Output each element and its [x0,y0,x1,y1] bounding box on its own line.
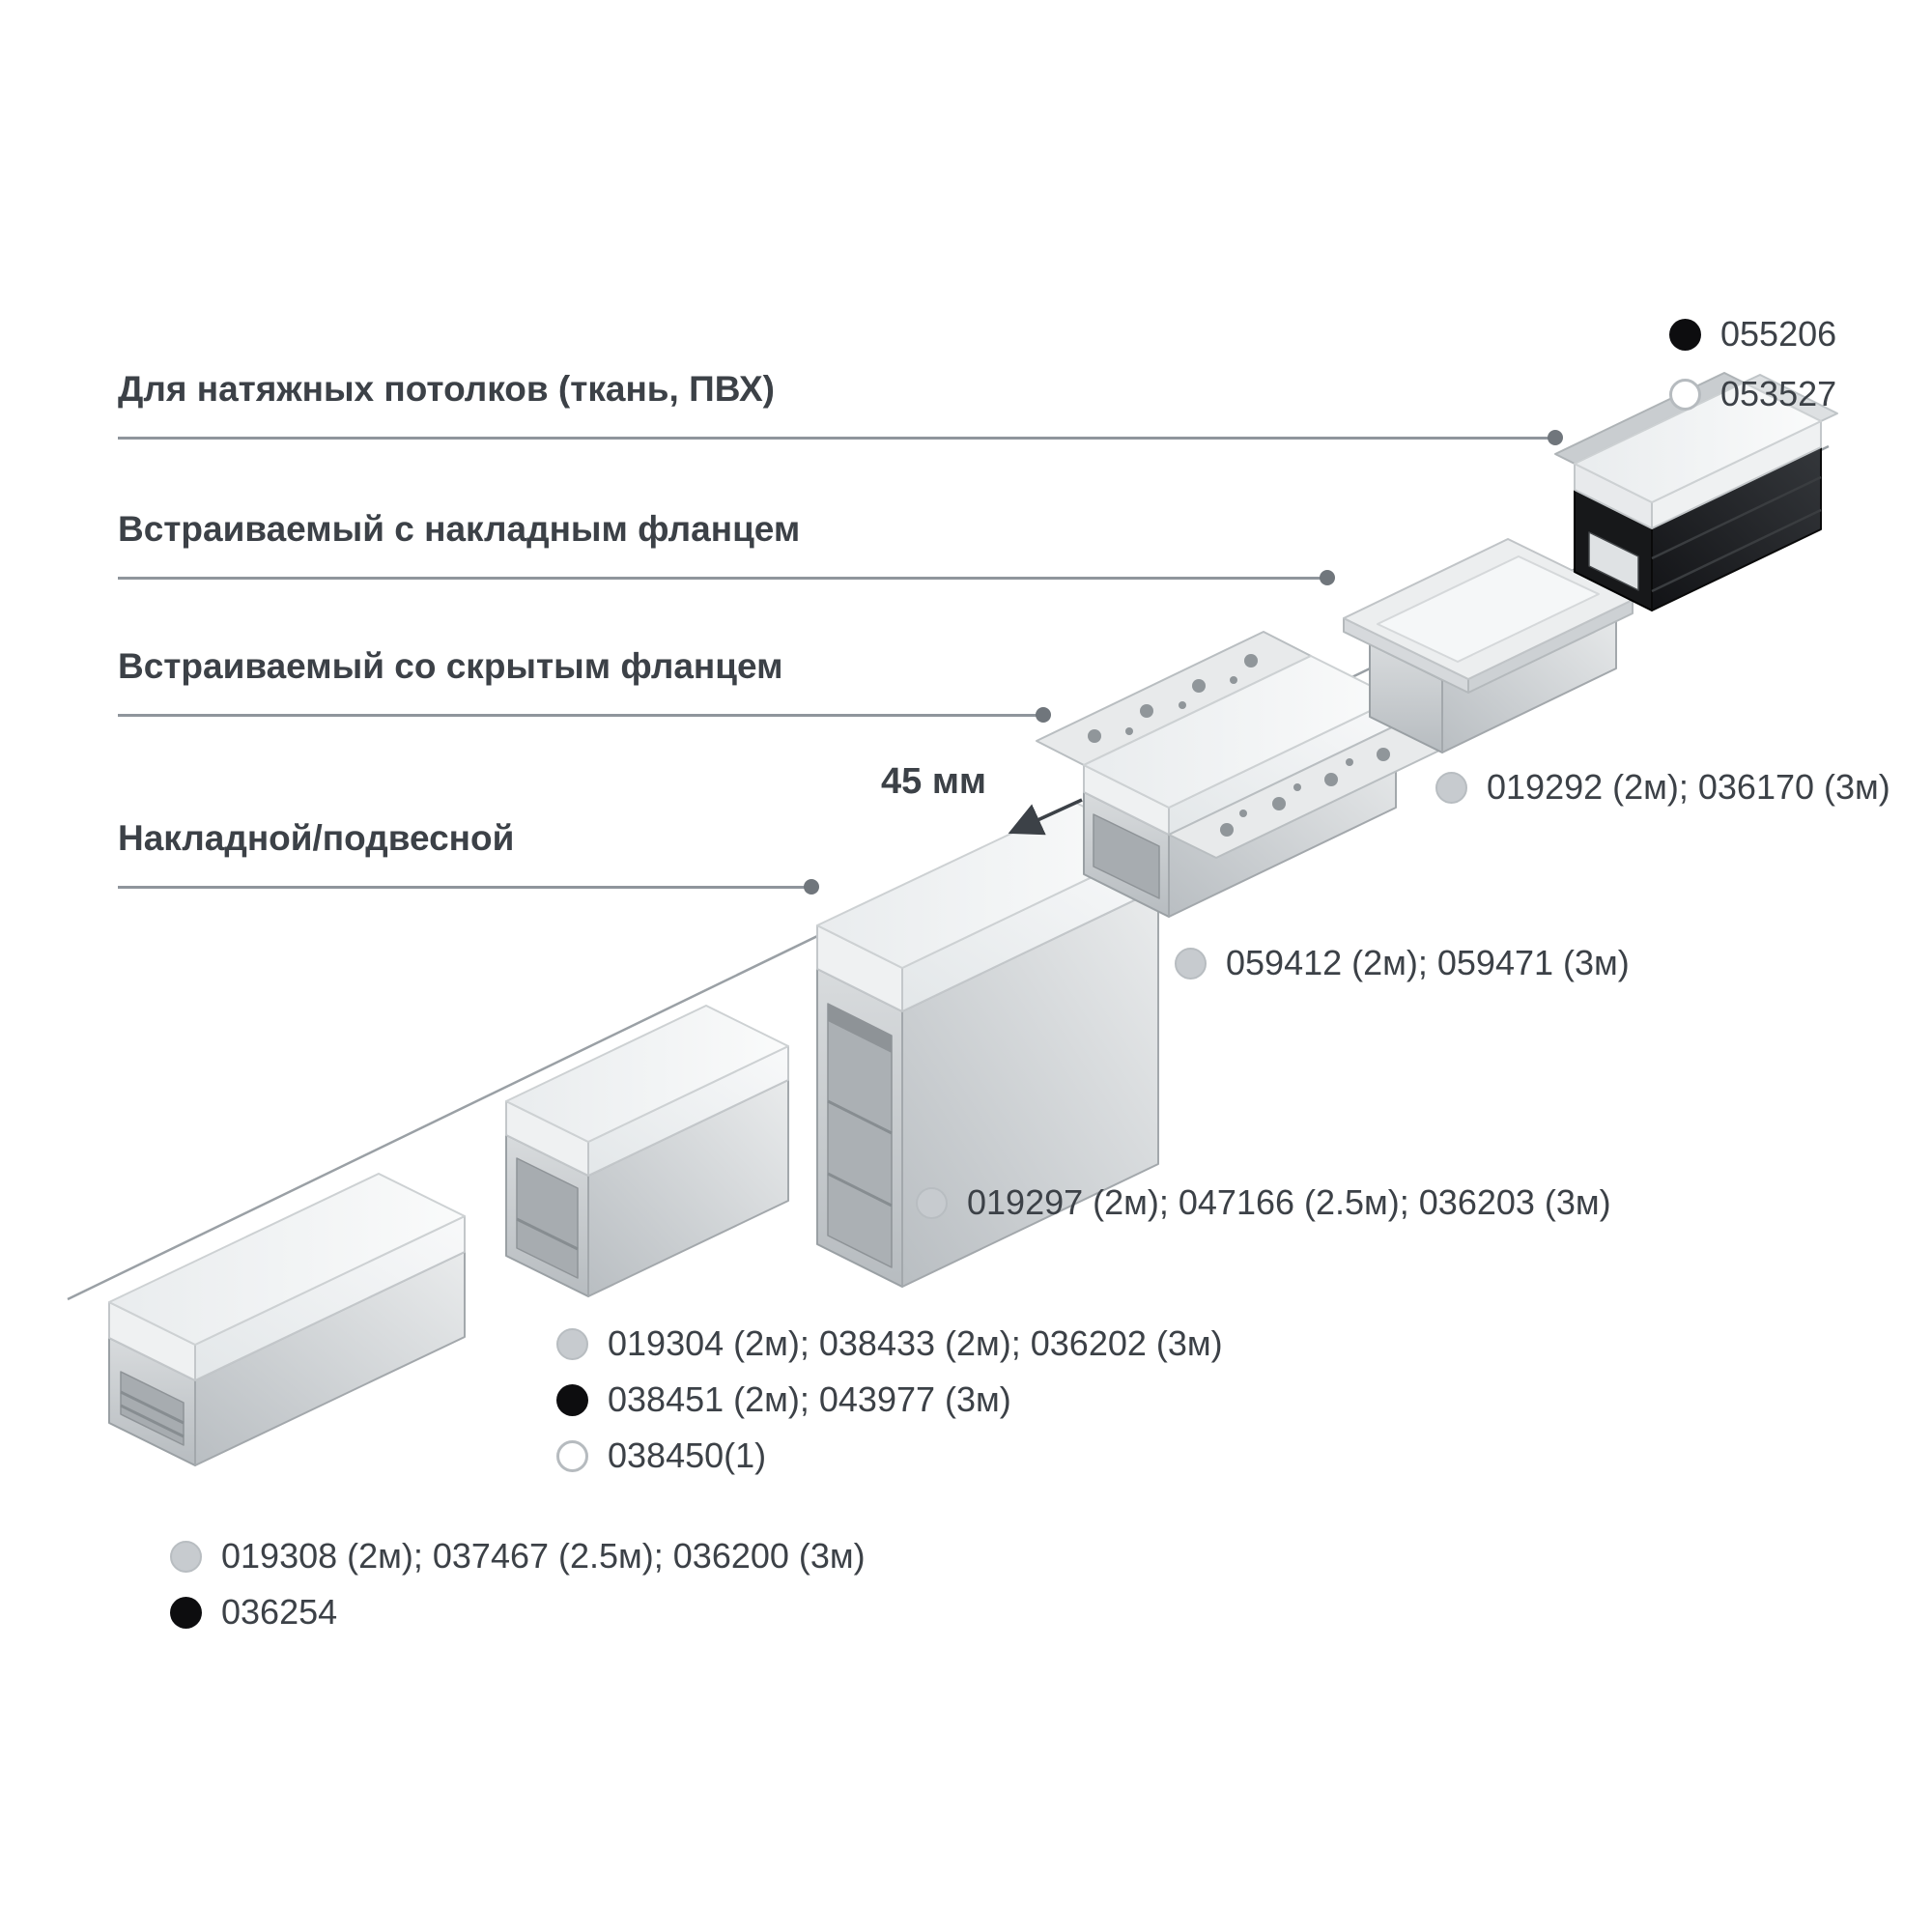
black-color-dot [170,1596,202,1629]
leader-line-surface-mounted [118,879,819,895]
legend-row: 053527 [1669,374,1836,414]
profile-recessed-hidden-flange [1036,631,1444,918]
dimension-label: 45 мм [881,761,987,802]
white-color-dot [1669,378,1701,411]
gray-color-dot [1435,771,1467,804]
product-codes-row: 059412 (2м); 059471 (3м) [1175,943,1630,983]
gray-color-dot [1175,947,1207,980]
product-codes-row: 019292 (2м); 036170 (3м) [1435,767,1890,808]
profile-stretch-ceiling [1554,372,1838,611]
product-codes: 036254 [221,1592,338,1632]
profile-surface-low [108,1173,466,1466]
category-label-surface-mounted: Накладной/подвесной [118,818,515,858]
product-codes-row: 038451 (2м); 043977 (3м) [556,1379,1011,1420]
legend-code: 053527 [1720,374,1837,413]
product-codes: 038450(1) [608,1435,767,1475]
product-codes: 019304 (2м); 038433 (2м); 036202 (3м) [608,1323,1223,1363]
profile-recessed-surface-flange [1343,538,1634,753]
product-codes: 038451 (2м); 043977 (3м) [608,1379,1011,1419]
black-color-dot [1669,318,1701,351]
product-codes: 059412 (2м); 059471 (3м) [1226,943,1630,982]
product-codes-row: 036254 [170,1592,337,1633]
gray-color-dot [556,1327,588,1360]
black-color-dot [556,1383,588,1416]
product-codes-row: 019304 (2м); 038433 (2м); 036202 (3м) [556,1323,1223,1364]
gray-color-dot [916,1186,948,1219]
product-codes-row: 019308 (2м); 037467 (2.5м); 036200 (3м) [170,1536,866,1577]
profile-surface-medium [505,1005,789,1297]
category-label-recessed-hidden-flange: Встраиваемый со скрытым фланцем [118,646,783,686]
legend-row: 055206 [1669,314,1836,355]
product-codes-row: 038450(1) [556,1435,766,1476]
white-color-dot [556,1439,588,1472]
product-codes: 019308 (2м); 037467 (2.5м); 036200 (3м) [221,1536,866,1576]
profile-surface-large [816,802,1159,1288]
product-codes-row: 019297 (2м); 047166 (2.5м); 036203 (3м) [916,1182,1611,1223]
legend-code: 055206 [1720,314,1837,354]
gray-color-dot [170,1540,202,1573]
product-codes: 019297 (2м); 047166 (2.5м); 036203 (3м) [967,1182,1611,1222]
leader-dot [1320,570,1335,585]
category-label-recessed-surface-flange: Встраиваемый с накладным фланцем [118,509,801,549]
leader-line-stretch-ceiling [118,430,1563,445]
leader-dot [1036,707,1051,723]
category-label-stretch-ceiling: Для натяжных потолков (ткань, ПВХ) [118,369,776,409]
dimension-arrow [1008,798,1083,836]
leader-line-recessed-hidden-flange [118,707,1051,723]
product-codes: 019292 (2м); 036170 (3м) [1487,767,1890,807]
leader-dot [804,879,819,895]
leader-line-recessed-surface-flange [118,570,1335,585]
leader-dot [1548,430,1563,445]
